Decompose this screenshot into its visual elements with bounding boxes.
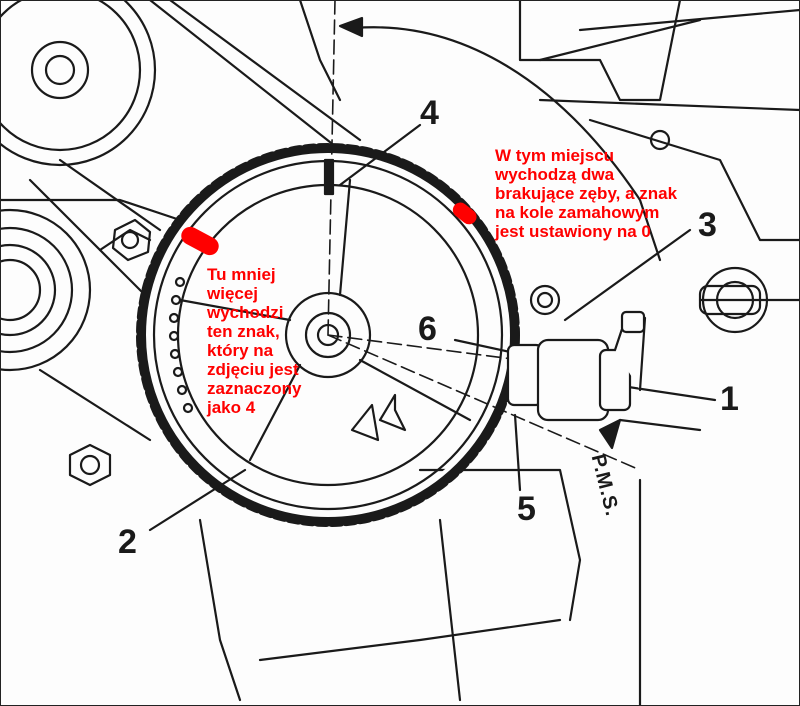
label-1: 1 bbox=[720, 380, 739, 418]
left-missing-teeth-marker bbox=[181, 226, 219, 256]
sprocket-holes bbox=[168, 276, 194, 414]
timing-arc bbox=[338, 16, 662, 450]
bolts bbox=[68, 129, 769, 487]
timing-belt bbox=[28, 0, 362, 442]
crank-sensor bbox=[506, 310, 647, 422]
label-5: 5 bbox=[517, 490, 536, 528]
label-4: 4 bbox=[420, 94, 439, 132]
label-3: 3 bbox=[698, 206, 717, 244]
leader-lines bbox=[148, 123, 717, 532]
upper-pulley bbox=[0, 0, 157, 167]
right-missing-teeth-marker bbox=[452, 202, 477, 225]
lower-left-pulley bbox=[0, 208, 92, 372]
label-2: 2 bbox=[118, 523, 137, 561]
annotation-mark-4: Tu mniej więcej wychodzi ten znak, który… bbox=[207, 265, 302, 417]
rotation-arrow-icon bbox=[350, 393, 407, 442]
label-6: 6 bbox=[418, 310, 437, 348]
annotation-missing-teeth: W tym miejscu wychodzą dwa brakujące zęb… bbox=[495, 146, 678, 241]
